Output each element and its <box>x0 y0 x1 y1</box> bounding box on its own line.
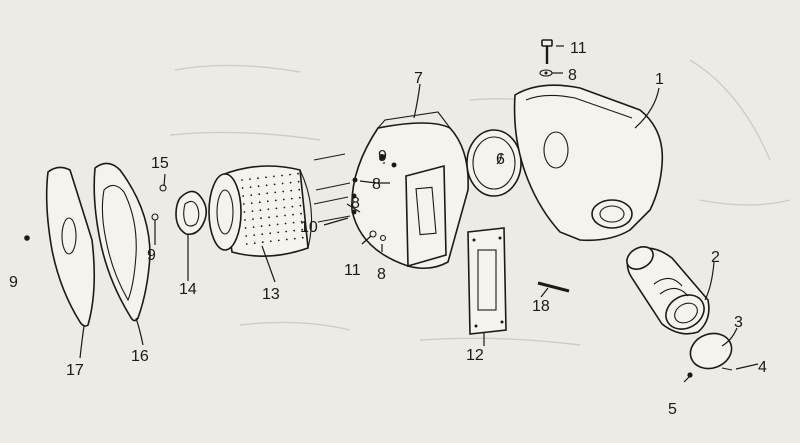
part-3-disc-cap <box>689 332 733 370</box>
callout-15: 15 <box>151 155 169 172</box>
callout-11-lower: 11 <box>344 262 361 279</box>
callout-5: 5 <box>668 401 677 418</box>
callout-9-left: 9 <box>9 274 18 291</box>
callout-8-top: 8 <box>568 67 577 84</box>
housing-bolts <box>313 153 397 242</box>
callout-7: 7 <box>414 70 423 87</box>
callout-1: 1 <box>655 71 664 88</box>
callout-13: 13 <box>262 286 280 303</box>
callout-18: 18 <box>532 298 550 315</box>
callout-8-lower: 8 <box>377 266 386 283</box>
part-18-stud <box>537 281 570 293</box>
callout-17: 17 <box>66 362 84 379</box>
background-show-through <box>169 59 791 346</box>
top-bolt-assembly <box>539 39 553 77</box>
callout-12: 12 <box>466 347 484 364</box>
part-13-filter-element <box>208 165 313 257</box>
part-2-intake-tube <box>626 246 710 335</box>
part-15-washer <box>159 184 167 192</box>
callout-14: 14 <box>179 281 197 298</box>
part-14-flange-gasket <box>175 190 208 236</box>
part-5-nut <box>687 372 693 378</box>
leader-lines <box>79 45 759 383</box>
callout-8-housing: 8 <box>372 176 381 193</box>
callout-16: 16 <box>131 348 149 365</box>
callout-9-housing: 9 <box>378 148 387 165</box>
part-17-outer-plate <box>45 166 96 327</box>
part-9-nut <box>151 213 159 221</box>
part-1-main-cover <box>513 84 664 242</box>
callout-10: 10 <box>300 219 318 236</box>
callout-6: 6 <box>496 151 505 168</box>
callout-3: 3 <box>734 314 743 331</box>
callout-labels: 1 2 3 4 5 6 7 8 8 8 8 9 9 9 10 11 11 12 … <box>9 40 767 418</box>
part-7-fan-housing <box>351 111 469 270</box>
part-12-flat-gasket <box>467 227 507 335</box>
part-4-clip <box>721 367 733 371</box>
callout-11-top: 11 <box>570 40 587 57</box>
part-6-ring-gasket <box>466 129 522 197</box>
callout-9-mid: 9 <box>147 247 156 264</box>
callout-8-bolts: 8 <box>351 195 360 212</box>
part-16-gasket-plate <box>93 162 151 322</box>
part-9-small-nut <box>24 235 30 241</box>
callout-2: 2 <box>711 249 720 266</box>
callout-4: 4 <box>758 359 767 376</box>
